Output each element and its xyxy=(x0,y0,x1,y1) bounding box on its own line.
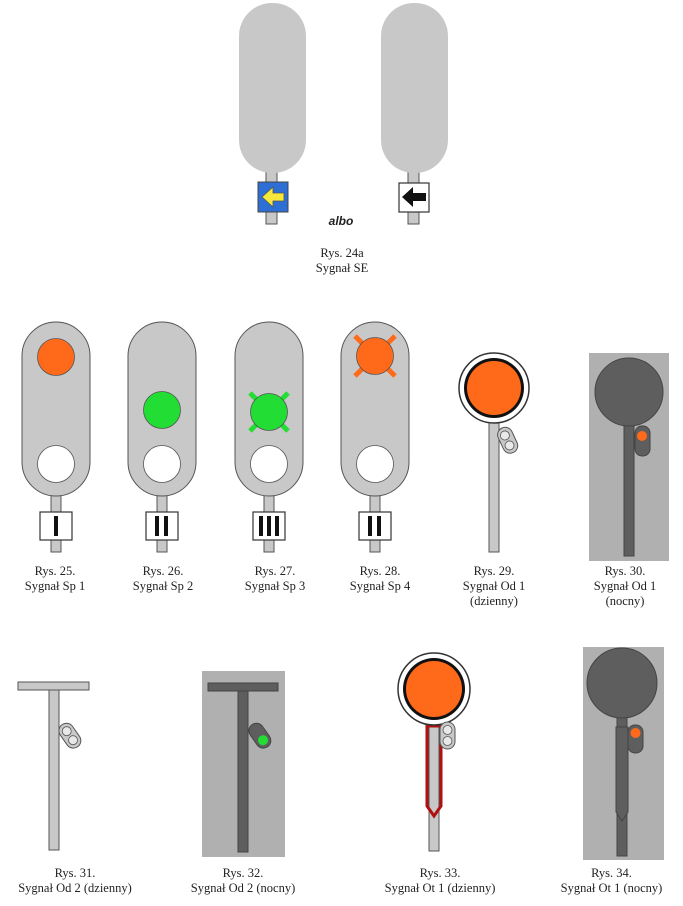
figure-number: Rys. 30. xyxy=(604,564,646,578)
figure-number: Rys. 24a xyxy=(320,246,364,260)
signal-sp1 xyxy=(21,321,91,553)
yellow-left-arrow-icon xyxy=(261,186,285,208)
signal-housing xyxy=(381,3,448,173)
signal-se-blue-variant xyxy=(239,3,306,225)
red-outline-marker xyxy=(425,724,443,819)
signal-od2-night xyxy=(202,671,285,857)
caption-fig28: Rys. 28. Sygnał Sp 4 xyxy=(325,564,435,594)
orange-disc xyxy=(467,361,521,415)
white-lamp xyxy=(37,445,75,483)
caption-fig30: Rys. 30. Sygnał Od 1 (nocny) xyxy=(570,564,680,609)
signal-sp4 xyxy=(340,321,410,553)
figure-name: Sygnał Od 2 (dzienny) xyxy=(18,881,132,895)
cross-bar xyxy=(17,681,90,691)
caption-fig27: Rys. 27. Sygnał Sp 3 xyxy=(220,564,330,594)
signal-ot1-day xyxy=(397,652,471,852)
caption-fig29: Rys. 29. Sygnał Od 1 (dzienny) xyxy=(439,564,549,609)
green-lamp xyxy=(258,735,269,746)
figure-number: Rys. 34. xyxy=(591,866,632,880)
orange-lamp xyxy=(37,338,75,376)
figure-name: Sygnał Sp 4 xyxy=(349,579,411,593)
figure-note: (dzienny) xyxy=(470,594,518,608)
figure-number: Rys. 27. xyxy=(254,564,296,578)
figure-number: Rys. 28. xyxy=(359,564,401,578)
white-lamp xyxy=(356,445,394,483)
orange-lamp xyxy=(630,728,641,738)
signal-od1-day xyxy=(458,352,530,553)
caption-fig33: Rys. 33. Sygnał Ot 1 (dzienny) xyxy=(365,866,515,896)
signal-ot1-night xyxy=(583,647,664,860)
signal-housing xyxy=(239,3,306,173)
indicator-plate xyxy=(358,511,392,541)
dark-disc xyxy=(586,647,658,719)
figure-name: Sygnał SE xyxy=(315,261,369,275)
figure-name: Sygnał Sp 1 xyxy=(24,579,86,593)
cross-bar xyxy=(207,682,279,692)
orange-disc xyxy=(406,661,462,717)
figure-number: Rys. 31. xyxy=(54,866,96,880)
black-left-arrow-icon xyxy=(402,187,426,207)
figure-number: Rys. 33. xyxy=(419,866,461,880)
flashing-green-lamp xyxy=(250,393,288,431)
signal-od1-night xyxy=(589,353,669,561)
caption-fig26: Rys. 26. Sygnał Sp 2 xyxy=(108,564,218,594)
figure-name: Sygnał Sp 2 xyxy=(132,579,194,593)
lamp-box xyxy=(58,722,82,749)
figure-name: Sygnał Od 2 (nocny) xyxy=(190,881,296,895)
green-lamp xyxy=(143,391,181,429)
figure-number: Rys. 32. xyxy=(222,866,264,880)
caption-fig32: Rys. 32. Sygnał Od 2 (nocny) xyxy=(168,866,318,896)
white-lamp xyxy=(250,445,288,483)
figure-name: Sygnał Ot 1 (dzienny) xyxy=(384,881,496,895)
figure-name: Sygnał Od 1 xyxy=(462,579,526,593)
caption-fig34: Rys. 34. Sygnał Ot 1 (nocny) xyxy=(540,866,683,896)
figure-number: Rys. 26. xyxy=(142,564,184,578)
white-lamp xyxy=(143,445,181,483)
signal-sp3 xyxy=(234,321,304,553)
figure-number: Rys. 29. xyxy=(473,564,515,578)
figure-number: Rys. 25. xyxy=(34,564,76,578)
indicator-plate xyxy=(145,511,179,541)
caption-fig24a: Rys. 24a Sygnał SE xyxy=(282,246,402,276)
dark-disc xyxy=(594,357,664,427)
signal-od2-day xyxy=(17,681,90,851)
figure-name: Sygnał Od 1 xyxy=(593,579,657,593)
caption-fig31: Rys. 31. Sygnał Od 2 (dzienny) xyxy=(0,866,150,896)
figure-note: (nocny) xyxy=(605,594,645,608)
signal-sp2 xyxy=(127,321,197,553)
figure-name: Sygnał Sp 3 xyxy=(244,579,306,593)
flashing-orange-lamp xyxy=(356,337,394,375)
figure-name: Sygnał Ot 1 (nocny) xyxy=(560,881,663,895)
signal-se-white-variant xyxy=(381,3,448,225)
orange-lamp xyxy=(637,431,647,441)
caption-fig25: Rys. 25. Sygnał Sp 1 xyxy=(0,564,110,594)
albo-separator: albo xyxy=(328,214,354,228)
